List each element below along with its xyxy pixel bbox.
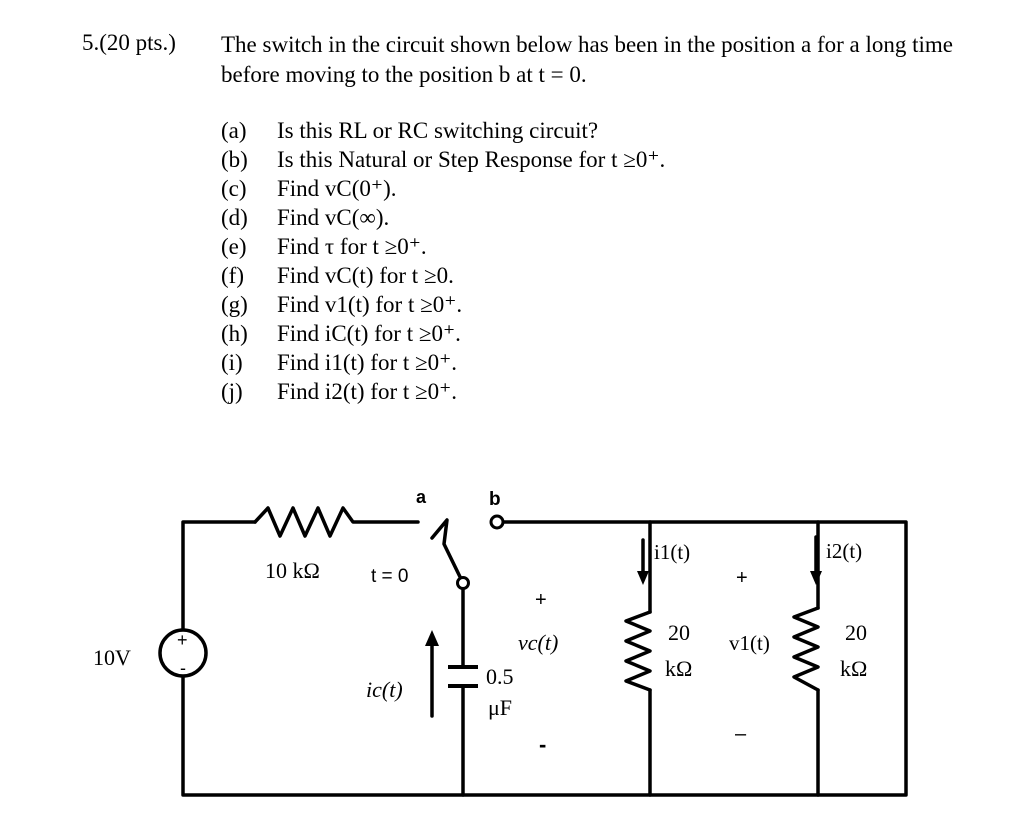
question-text: Find vC(∞).: [277, 205, 390, 230]
switch-pivot: [456, 576, 470, 590]
capacitor-minus-sign: -: [539, 732, 546, 757]
source-plus-sign: +: [177, 630, 188, 650]
resistor3-zigzag: [792, 606, 820, 692]
resistor3-unit-label: kΩ: [840, 656, 867, 681]
question-label: (c): [221, 176, 247, 201]
question-c: (c) Find vC(0⁺).: [221, 174, 665, 203]
resistor2-zigzag: [624, 610, 652, 692]
ic-arrow-head: [425, 630, 439, 646]
question-d: (d) Find vC(∞).: [221, 203, 665, 232]
question-i: (i) Find i1(t) for t ≥0⁺.: [221, 348, 665, 377]
question-b: (b) Is this Natural or Step Response for …: [221, 145, 665, 174]
question-g: (g) Find v1(t) for t ≥0⁺.: [221, 290, 665, 319]
question-j: (j) Find i2(t) for t ≥0⁺.: [221, 377, 665, 406]
output-voltage-label: v1(t): [729, 631, 770, 655]
problem-number: 5.(20 pts.): [82, 30, 176, 55]
question-label: (f): [221, 263, 244, 288]
question-text: Find τ for t ≥0⁺.: [277, 234, 427, 259]
capacitor-unit-label: μF: [488, 695, 512, 720]
question-list: (a) Is this RL or RC switching circuit? (…: [221, 116, 665, 406]
output-plus-sign: +: [736, 567, 748, 589]
switch-a-label: a: [416, 487, 427, 507]
voltage-source: [158, 628, 208, 678]
resistor3-current-label: i2(t): [826, 539, 862, 563]
question-f: (f) Find vC(t) for t ≥0.: [221, 261, 665, 290]
problem-statement: The switch in the circuit shown below ha…: [221, 32, 954, 87]
question-label: (g): [221, 292, 248, 317]
question-h: (h) Find iC(t) for t ≥0⁺.: [221, 319, 665, 348]
i1-arrow-head: [637, 571, 649, 585]
source-label: 10V: [93, 645, 131, 670]
output-minus-sign: –: [735, 723, 747, 745]
question-text: Find i1(t) for t ≥0⁺.: [277, 350, 458, 375]
question-label: (h): [221, 321, 248, 346]
switch-blade: [430, 518, 465, 585]
switch-time-label: t = 0: [371, 566, 409, 587]
question-e: (e) Find τ for t ≥0⁺.: [221, 232, 665, 261]
question-label: (a): [221, 118, 247, 143]
question-label: (i): [221, 350, 243, 375]
source-minus-sign: -: [180, 658, 186, 678]
wire-left-top: [181, 520, 257, 632]
capacitor-voltage-label: vc(t): [518, 630, 558, 655]
question-label: (b): [221, 147, 248, 172]
question-text: Find vC(0⁺).: [277, 176, 397, 201]
resistor2-unit-label: kΩ: [665, 656, 692, 681]
question-label: (e): [221, 234, 247, 259]
switch-b-label: b: [489, 489, 501, 510]
resistor2-value-label: 20: [668, 620, 690, 645]
capacitor-plus-sign: +: [535, 589, 547, 611]
resistor1-label: 10 kΩ: [265, 558, 320, 583]
question-text: Is this Natural or Step Response for t ≥…: [277, 147, 666, 172]
switch-terminal-b: [489, 514, 505, 530]
resistor2-current-label: i1(t): [654, 540, 690, 564]
question-text: Find i2(t) for t ≥0⁺.: [277, 379, 458, 404]
question-text: Is this RL or RC switching circuit?: [277, 118, 599, 143]
capacitor-current-label: ic(t): [366, 677, 403, 702]
question-text: Find vC(t) for t ≥0.: [277, 263, 454, 288]
question-label: (d): [221, 205, 248, 230]
question-label: (j): [221, 379, 243, 404]
resistor1-zigzag: [253, 506, 420, 538]
question-a: (a) Is this RL or RC switching circuit?: [221, 116, 665, 145]
question-text: Find v1(t) for t ≥0⁺.: [277, 292, 463, 317]
capacitor-value-label: 0.5: [486, 664, 514, 689]
wire-left-bottom: [181, 520, 908, 797]
resistor3-value-label: 20: [845, 620, 867, 645]
question-text: Find iC(t) for t ≥0⁺.: [277, 321, 461, 346]
i2-arrow-head: [810, 571, 822, 585]
